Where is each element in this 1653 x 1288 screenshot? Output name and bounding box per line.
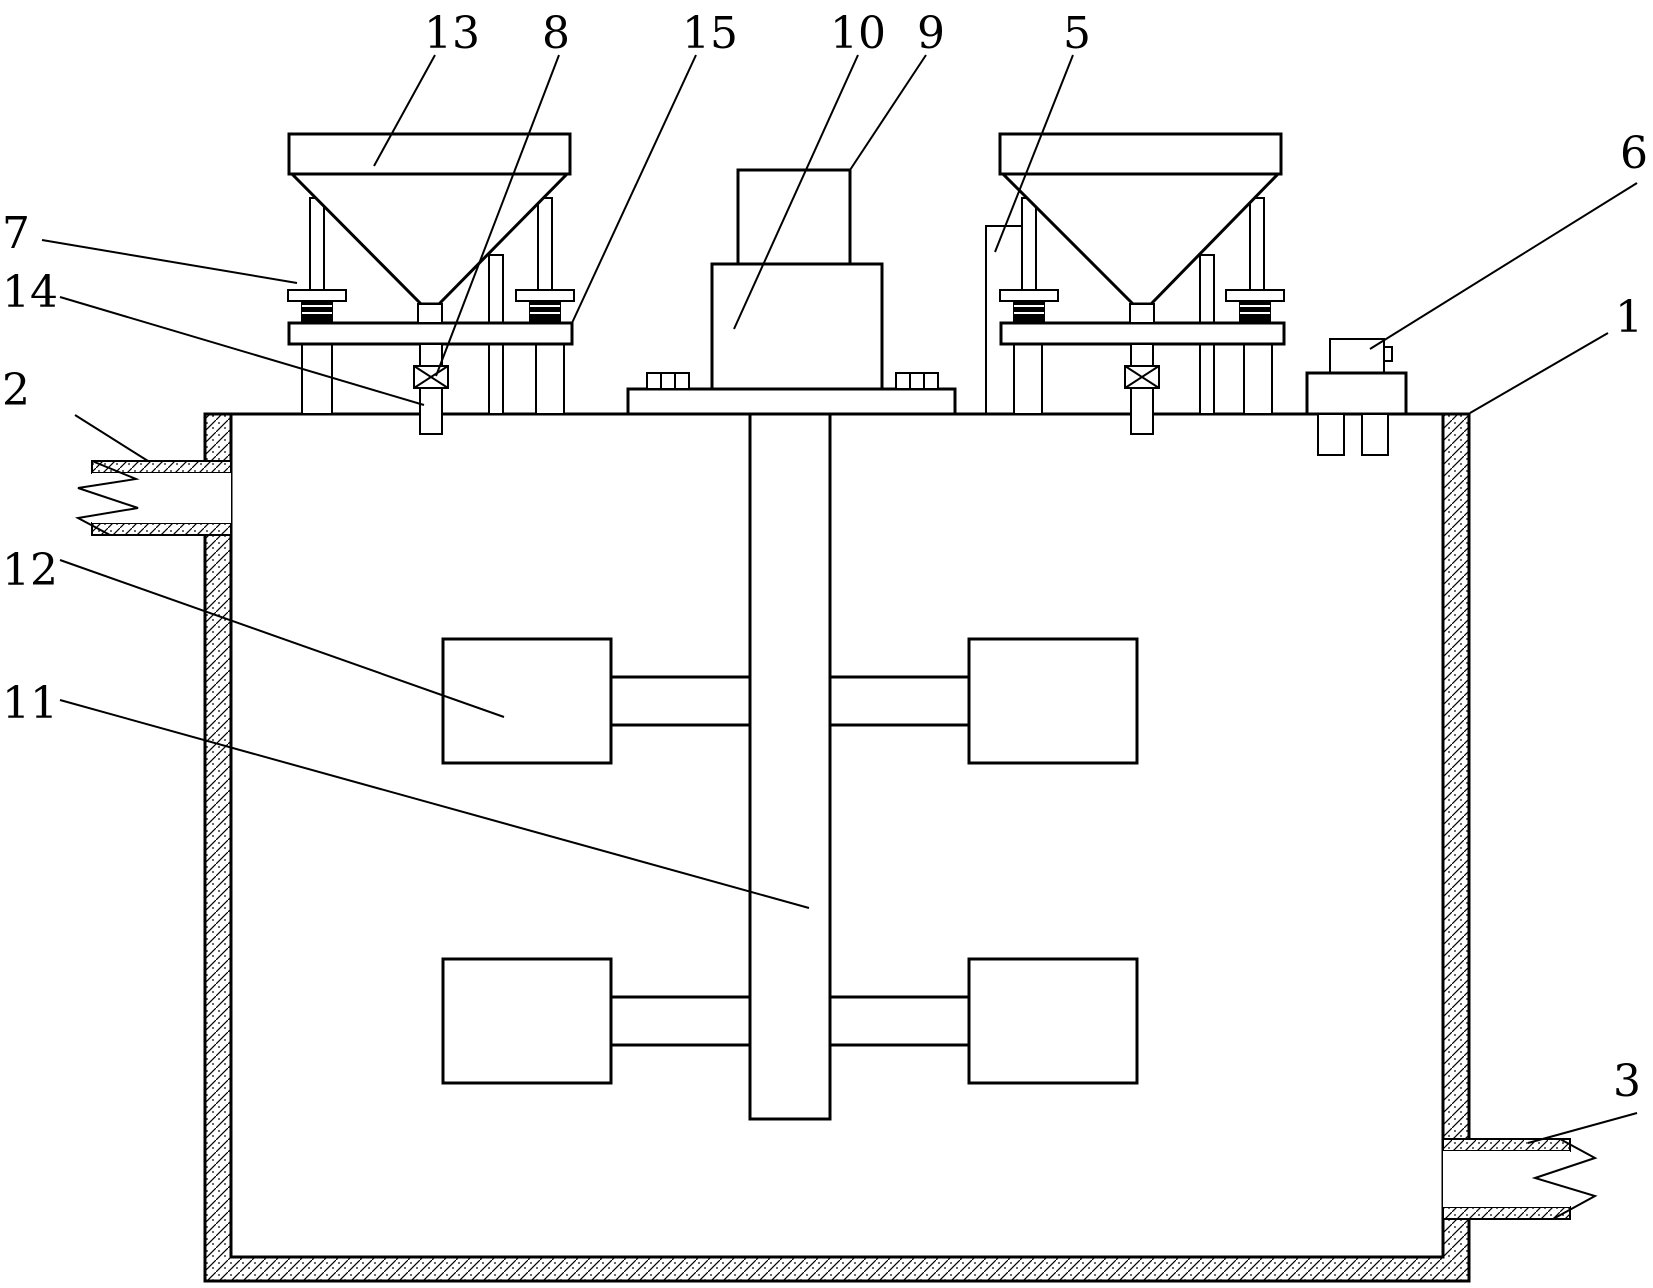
paddle-upper-right [828, 637, 1139, 765]
label-15: 15 [682, 8, 738, 59]
part-labels: 1 2 3 5 6 7 8 9 10 11 12 13 14 15 [2, 8, 1648, 1107]
label-11: 11 [2, 678, 58, 729]
left-hopper-assembly [287, 132, 575, 435]
breather-valve [1305, 338, 1408, 456]
inlet-pipe [74, 460, 232, 536]
label-1: 1 [1615, 292, 1643, 343]
label-5: 5 [1063, 8, 1091, 59]
label-3: 3 [1613, 1056, 1641, 1107]
drive-motor [736, 168, 852, 266]
leader-lines [41, 54, 1638, 1144]
outlet-pipe [1442, 1138, 1598, 1220]
paddle-lower-right [828, 957, 1139, 1085]
label-9: 9 [917, 8, 945, 59]
paddle-lower-left [441, 957, 752, 1085]
paddle-upper-left [441, 637, 752, 765]
label-6: 6 [1620, 128, 1648, 179]
label-8: 8 [542, 8, 570, 59]
label-7: 7 [2, 208, 30, 259]
label-14: 14 [2, 267, 58, 318]
tank-body [203, 412, 1471, 1283]
label-2: 2 [2, 365, 30, 416]
mixing-shaft [748, 412, 832, 1121]
gear-reducer [710, 262, 884, 391]
label-10: 10 [830, 8, 886, 59]
label-13: 13 [424, 8, 480, 59]
label-12: 12 [2, 545, 58, 596]
motor-base [626, 372, 957, 416]
right-hopper-assembly [985, 132, 1286, 435]
